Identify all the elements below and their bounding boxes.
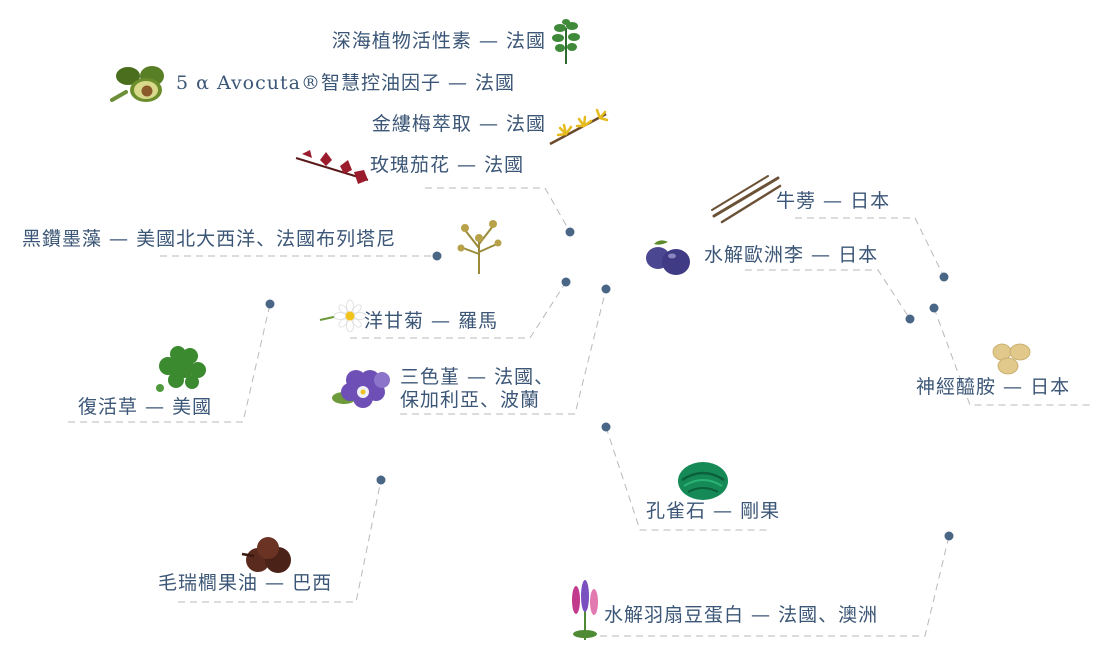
chamomile-icon bbox=[319, 299, 366, 332]
connector-dot bbox=[944, 531, 954, 541]
connector-dot bbox=[561, 277, 571, 287]
connector-dot bbox=[432, 251, 442, 261]
ingredient-label-pansy: 三色堇 — 法國、 保加利亞、波蘭 bbox=[400, 366, 554, 412]
roselle-flower-icon bbox=[295, 150, 369, 184]
ceramide-nuts-icon bbox=[992, 343, 1031, 375]
lupin-flower-icon bbox=[572, 580, 598, 640]
connector-dot bbox=[905, 314, 915, 324]
resurrection-plant-icon bbox=[156, 346, 206, 392]
burdock-root-icon bbox=[711, 175, 782, 224]
avocado-icon bbox=[110, 66, 164, 102]
ingredient-label-malachite: 孔雀石 — 剛果 bbox=[646, 500, 781, 522]
plum-icon bbox=[646, 240, 690, 275]
ingredient-label-deep-sea-plant: 深海植物活性素 — 法國 bbox=[331, 30, 546, 52]
ingredient-label-murumuru: 毛瑞櫚果油 — 巴西 bbox=[158, 572, 333, 594]
ingredient-label-pansy-line1: 三色堇 — 法國、 bbox=[400, 366, 555, 388]
ingredient-label-witch-hazel: 金縷梅萃取 — 法國 bbox=[371, 113, 546, 135]
connector-dot bbox=[565, 227, 575, 237]
ingredient-label-burdock: 牛蒡 — 日本 bbox=[776, 190, 891, 212]
connector-dot bbox=[376, 475, 386, 485]
ingredient-label-lupin: 水解羽扇豆蛋白 — 法國、澳洲 bbox=[604, 604, 879, 626]
connector-dot bbox=[929, 303, 939, 313]
ingredient-label-roselle: 玫瑰茄花 — 法國 bbox=[370, 154, 525, 176]
malachite-icon bbox=[678, 462, 728, 500]
connector-dot bbox=[601, 284, 611, 294]
witch-hazel-flower-icon bbox=[549, 108, 609, 146]
connector-dot bbox=[601, 422, 611, 432]
ingredient-label-avocuta: 5 α Avocuta®智慧控油因子 — 法國 bbox=[176, 72, 516, 94]
connector-dot bbox=[939, 272, 949, 282]
ingredient-label-resurrection-plant: 復活草 — 美國 bbox=[78, 396, 213, 418]
seaweed-icon bbox=[552, 19, 580, 64]
ingredient-label-black-diamond-algae: 黑鑽墨藻 — 美國北大西洋、法國布列塔尼 bbox=[22, 228, 397, 250]
ingredient-label-pansy-line2: 保加利亞、波蘭 bbox=[400, 389, 541, 411]
connector-dot bbox=[265, 299, 275, 309]
pansy-icon bbox=[332, 370, 390, 408]
ingredient-label-chamomile: 洋甘菊 — 羅馬 bbox=[364, 310, 499, 332]
ingredient-label-ceramide: 神經醯胺 — 日本 bbox=[916, 376, 1071, 398]
ingredient-label-plum: 水解歐洲李 — 日本 bbox=[704, 244, 879, 266]
seaweed-sprig-icon bbox=[457, 220, 502, 274]
murumuru-fruit-icon bbox=[241, 537, 291, 573]
